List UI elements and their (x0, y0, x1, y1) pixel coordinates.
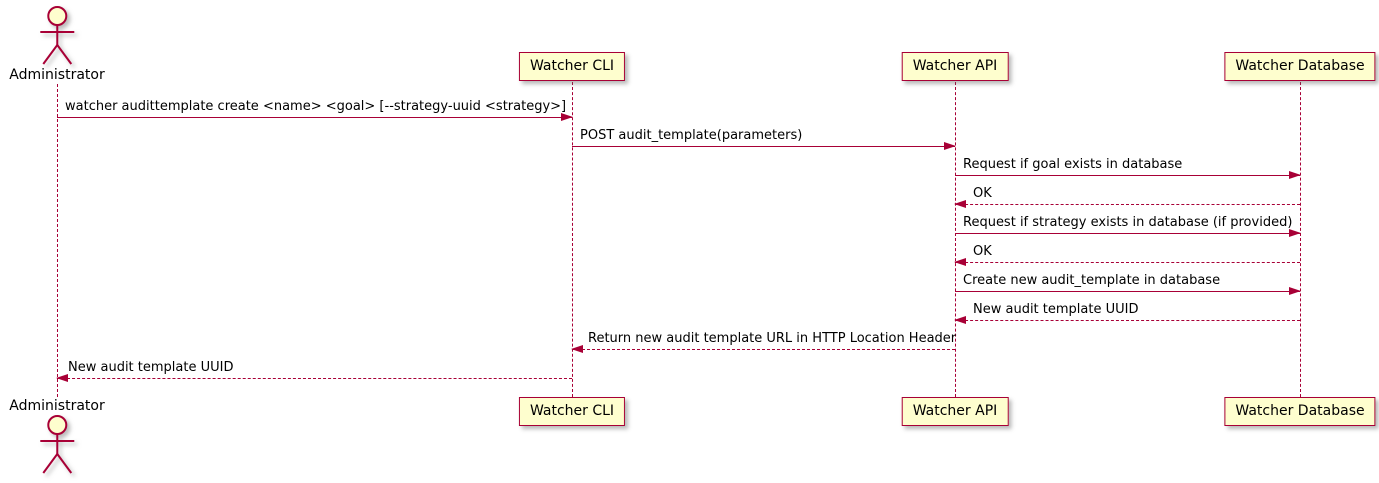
participant-watcher-cli-top: Watcher CLI (518, 52, 626, 81)
lifeline-watcher-cli (572, 82, 573, 397)
message-label: POST audit_template(parameters) (580, 128, 803, 143)
arrowhead-right-icon (1289, 287, 1301, 295)
message-line (955, 204, 1300, 205)
arrowhead-left-icon (954, 316, 966, 324)
arrowhead-right-icon (1289, 229, 1301, 237)
message-line (57, 117, 572, 118)
message-label: New audit template UUID (973, 302, 1139, 317)
message-line (955, 320, 1300, 321)
message-label: watcher audittemplate create <name> <goa… (65, 99, 567, 114)
participant-watcher-database-top: Watcher Database (1224, 52, 1376, 81)
message-label: OK (973, 186, 992, 201)
message-label: Request if strategy exists in database (… (963, 215, 1293, 230)
participant-watcher-cli-bottom: Watcher CLI (518, 397, 626, 426)
message-line (955, 262, 1300, 263)
arrowhead-left-icon (954, 258, 966, 266)
arrowhead-right-icon (561, 113, 573, 121)
participant-watcher-database-bottom: Watcher Database (1224, 397, 1376, 426)
actor-administrator-top: Administrator (9, 5, 105, 83)
message-line (57, 378, 572, 379)
lifeline-watcher-api (955, 82, 956, 397)
participant-watcher-api-top: Watcher API (901, 52, 1009, 81)
participant-watcher-api-bottom: Watcher API (901, 397, 1009, 426)
message-line (572, 146, 955, 147)
message-label: OK (973, 244, 992, 259)
actor-label: Administrator (9, 398, 105, 414)
actor-icon (40, 6, 74, 65)
message-label: New audit template UUID (68, 360, 234, 375)
message-label: Create new audit_template in database (963, 273, 1221, 288)
arrowhead-left-icon (954, 200, 966, 208)
actor-administrator-bottom: Administrator (9, 398, 105, 476)
lifeline-administrator (57, 84, 58, 397)
lifeline-watcher-database (1300, 82, 1301, 397)
arrowhead-left-icon (571, 345, 583, 353)
message-line (955, 291, 1300, 292)
message-label: Request if goal exists in database (963, 157, 1183, 172)
message-label: Return new audit template URL in HTTP Lo… (588, 331, 957, 346)
actor-label: Administrator (9, 67, 105, 83)
message-line (955, 175, 1300, 176)
actor-icon (40, 415, 74, 474)
message-line (572, 349, 955, 350)
arrowhead-left-icon (56, 374, 68, 382)
arrowhead-right-icon (1289, 171, 1301, 179)
message-line (955, 233, 1300, 234)
arrowhead-right-icon (944, 142, 956, 150)
